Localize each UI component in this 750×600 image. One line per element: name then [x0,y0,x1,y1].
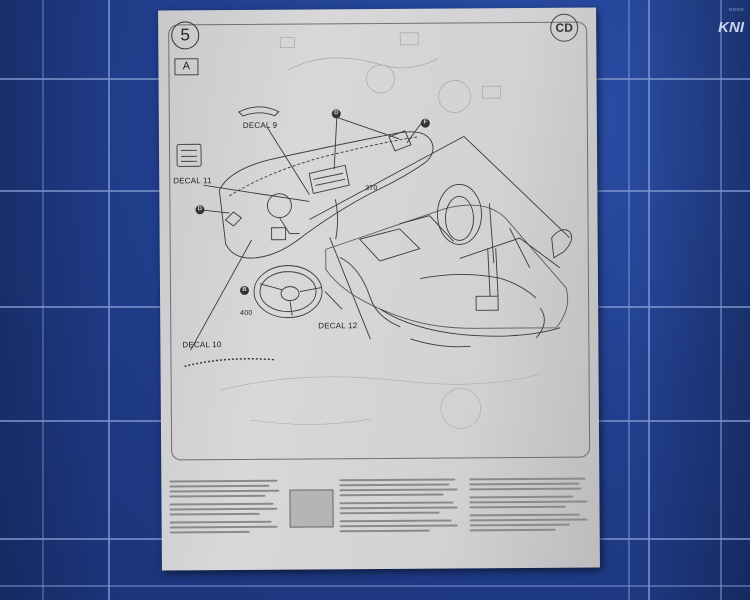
decal-9-part [238,106,280,117]
decal-10-strip [184,358,275,368]
label-decal-12: DECAL 12 [318,321,358,331]
label-decal-9: DECAL 9 [242,120,278,130]
callout-d-left: D [195,205,205,215]
label-part-370: 370 [365,185,378,193]
multilingual-text-footer [167,477,594,561]
steering-hub [266,193,292,219]
faded-background-parts [279,32,502,113]
label-part-400: 400 [240,309,253,317]
side-part [551,229,573,259]
mat-grid-line [628,0,630,600]
mat-grid-line [0,585,750,587]
text-column [169,479,281,553]
console-part [475,295,499,311]
mat-grid-line [108,0,110,600]
dashboard [218,131,434,259]
decal-11-panel [176,143,202,167]
text-column [469,477,589,551]
steering-wheel [253,265,323,319]
car-interior [325,204,569,329]
callout-b: B [239,285,250,295]
label-decal-11: DECAL 11 [173,176,212,186]
seat [437,183,482,245]
center-vent [308,164,350,194]
mat-brand-print: ◦◦◦◦ KNI [718,4,744,36]
label-decal-10: DECAL 10 [182,340,222,350]
mat-grid-line [42,0,44,600]
assembly-drawing [176,32,573,429]
callout-f: F [420,118,430,128]
text-column [339,478,459,551]
mat-grid-line [648,0,650,600]
instruction-sheet: 5 A CD [158,7,600,571]
callout-d-top: D [331,109,341,119]
mini-figure-thumbnail [289,489,334,528]
mat-grid-line [720,0,722,600]
